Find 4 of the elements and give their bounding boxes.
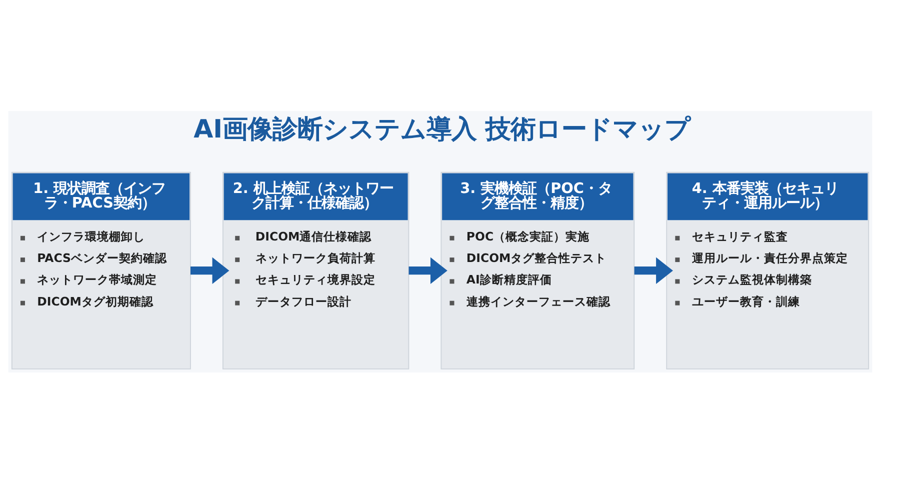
arrow bbox=[634, 256, 673, 284]
arrow bbox=[408, 256, 448, 284]
arrow bbox=[190, 256, 230, 284]
diagram-title: AI画像診断システム導入 技術ロードマップ bbox=[194, 114, 690, 144]
